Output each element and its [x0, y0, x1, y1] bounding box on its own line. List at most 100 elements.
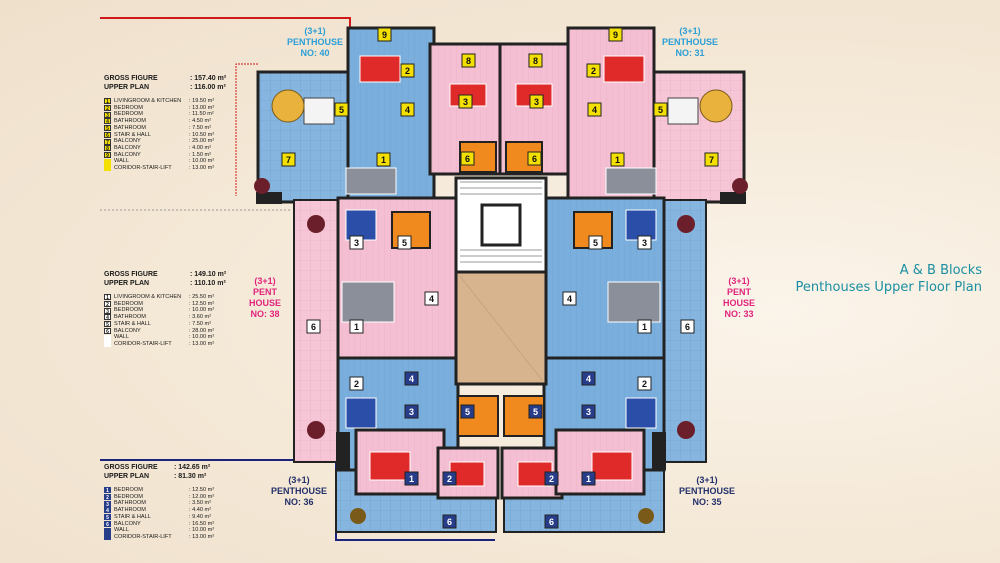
svg-text:4: 4 [409, 374, 414, 384]
svg-text:1: 1 [381, 155, 386, 165]
legend-room-area: : 10.00 m² [189, 334, 215, 341]
legend-room-label: BATHROOM [114, 507, 146, 514]
legend-room-number [104, 341, 111, 348]
legend-row: WALL: 10.00 m² [104, 158, 229, 165]
legend-room-area: : 1.50 m² [189, 151, 212, 158]
legend-room-label: BALCONY [114, 327, 141, 334]
legend-room-label: STAIR & HALL [114, 320, 151, 327]
legend-room-label: BEDROOM [114, 307, 143, 314]
legend-room-number: 4 [104, 314, 111, 321]
svg-text:9: 9 [382, 30, 387, 40]
legend-room-label: WALL [114, 158, 130, 165]
legend-room-label: BATHROOM [114, 314, 146, 321]
room-number-badge: 2 [442, 471, 457, 486]
legend-room-number [104, 334, 111, 341]
svg-text:3: 3 [586, 407, 591, 417]
legend-room-label: WALL [114, 527, 130, 534]
room-number-badge: 7 [281, 152, 296, 167]
legend-room-area: : 19.50 m² [189, 98, 215, 104]
svg-text:4: 4 [405, 105, 410, 115]
legend-room-number: 1 [104, 98, 111, 105]
legend-room-number: 5 [104, 125, 111, 132]
room-number-badge: 9 [377, 27, 392, 42]
legend-room-area: : 25.50 m² [189, 294, 215, 300]
legend-room-label: BALCONY [114, 138, 141, 145]
room-number-badge: 4 [404, 371, 419, 386]
legend-room-label: STAIR & HALL [114, 131, 151, 138]
svg-text:6: 6 [532, 154, 537, 164]
legend-room-number: 1 [104, 487, 111, 494]
legend-room-number: 3 [104, 111, 111, 119]
room-number-badge: 3 [529, 94, 544, 109]
svg-text:3: 3 [409, 407, 414, 417]
room-number-badge: 7 [704, 152, 719, 167]
legend-room-label: LIVINGROOM & KITCHEN [114, 294, 182, 300]
svg-text:2: 2 [405, 66, 410, 76]
svg-text:4: 4 [567, 294, 572, 304]
legend-row: WALL: 10.00 m² [104, 334, 229, 341]
legend-room-area: : 25.00 m² [189, 138, 215, 145]
legend-row: CORIDOR-STAIR-LIFT : 13.00 m² [104, 341, 229, 348]
legend-room-number [104, 527, 111, 534]
svg-text:1: 1 [409, 474, 414, 484]
legend-room-area: : 16.50 m² [189, 520, 215, 527]
room-number-badge: 5 [528, 404, 543, 419]
leader-line-top [100, 17, 351, 64]
room-number-badge: 1 [404, 471, 419, 486]
room-number-badge: 6 [460, 151, 475, 166]
svg-text:6: 6 [465, 154, 470, 164]
room-number-badge: 6 [680, 319, 695, 334]
legend-room-number: 3 [104, 500, 111, 508]
legend-room-area: : 12.50 m² [189, 487, 215, 493]
legend-room-label: BEDROOM [114, 111, 143, 118]
leader-line-top-inner [235, 63, 258, 196]
room-number-badge: 2 [586, 63, 601, 78]
plan-title: A & B Blocks Penthouses Upper Floor Plan [795, 263, 982, 295]
room-number-badge: 2 [544, 471, 559, 486]
legend-room-area: : 12.50 m² [189, 300, 215, 307]
room-number-badge: 4 [581, 371, 596, 386]
legend-row: CORIDOR-STAIR-LIFT: 13.00 m² [104, 534, 229, 541]
legend-room-number: 5 [104, 321, 111, 328]
legend-room-area: : 4.40 m² [189, 507, 212, 514]
legend-room-label: CORIDOR-STAIR-LIFT [114, 340, 172, 347]
furniture [254, 55, 748, 524]
room-number-badge: 5 [397, 235, 412, 250]
room-number-badge: 9 [608, 27, 623, 42]
legend-room-label: CORIDOR-STAIR-LIFT [114, 533, 172, 540]
svg-text:3: 3 [642, 238, 647, 248]
legend-room-number [104, 158, 111, 165]
legend-room-number: 1 [104, 294, 111, 301]
legend-room-number [104, 165, 111, 172]
svg-text:7: 7 [286, 155, 291, 165]
legend-room-label: CORIDOR-STAIR-LIFT [114, 165, 172, 172]
legend-room-area: : 11.50 m² [189, 111, 214, 118]
legend-room-label: BATHROOM [114, 124, 146, 131]
legend-room-number: 6 [104, 520, 111, 528]
legend-room-number: 3 [104, 307, 111, 315]
svg-text:8: 8 [466, 56, 471, 66]
legend-room-number: 8 [104, 145, 111, 152]
legend-room-area: : 13.00 m² [189, 340, 215, 347]
legend-room-area: : 4.00 m² [189, 144, 212, 151]
room-number-badge: 2 [637, 376, 652, 391]
room-number-badge: 4 [562, 291, 577, 306]
svg-text:6: 6 [311, 322, 316, 332]
legend-room-number: 2 [104, 494, 111, 501]
svg-text:8: 8 [533, 56, 538, 66]
legend-room-number: 7 [104, 138, 111, 146]
legend-room-label: BALCONY [114, 151, 141, 158]
